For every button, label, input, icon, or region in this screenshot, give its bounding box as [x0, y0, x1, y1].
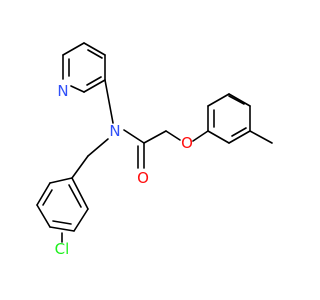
bond — [49, 226, 75, 232]
bond — [87, 49, 103, 59]
bond — [143, 130, 167, 144]
bond — [123, 129, 145, 144]
bond — [52, 220, 72, 225]
atom-label-n-pyridine: N — [57, 82, 68, 100]
bond — [62, 42, 85, 56]
atom-label-n-amide: N — [109, 122, 120, 140]
bond — [70, 85, 85, 93]
bond — [87, 138, 109, 157]
bond — [165, 130, 181, 141]
bond — [192, 130, 209, 142]
atom-label-o-ether: O — [181, 134, 193, 152]
bond — [71, 155, 89, 179]
bond — [86, 76, 102, 86]
atom-label-o-carbonyl: O — [137, 169, 149, 187]
bond — [71, 177, 89, 210]
molecule-structure: N N O O Cl — [0, 0, 300, 300]
bond — [207, 130, 230, 144]
bond — [83, 42, 106, 56]
bond — [231, 127, 247, 137]
bond — [228, 95, 245, 105]
atom-label-cl: Cl — [55, 240, 70, 258]
background — [0, 0, 300, 300]
bond — [42, 189, 53, 206]
bond — [104, 79, 114, 124]
bonds — [36, 42, 273, 243]
bond — [49, 177, 73, 184]
bond — [73, 208, 89, 232]
bond — [207, 93, 230, 107]
bond — [36, 182, 51, 206]
bond — [68, 184, 82, 208]
bond — [249, 130, 273, 144]
bond — [228, 130, 251, 144]
bond — [228, 93, 251, 107]
bond — [83, 79, 106, 93]
bond — [36, 204, 51, 228]
atom-labels: N N O O Cl — [55, 82, 193, 258]
